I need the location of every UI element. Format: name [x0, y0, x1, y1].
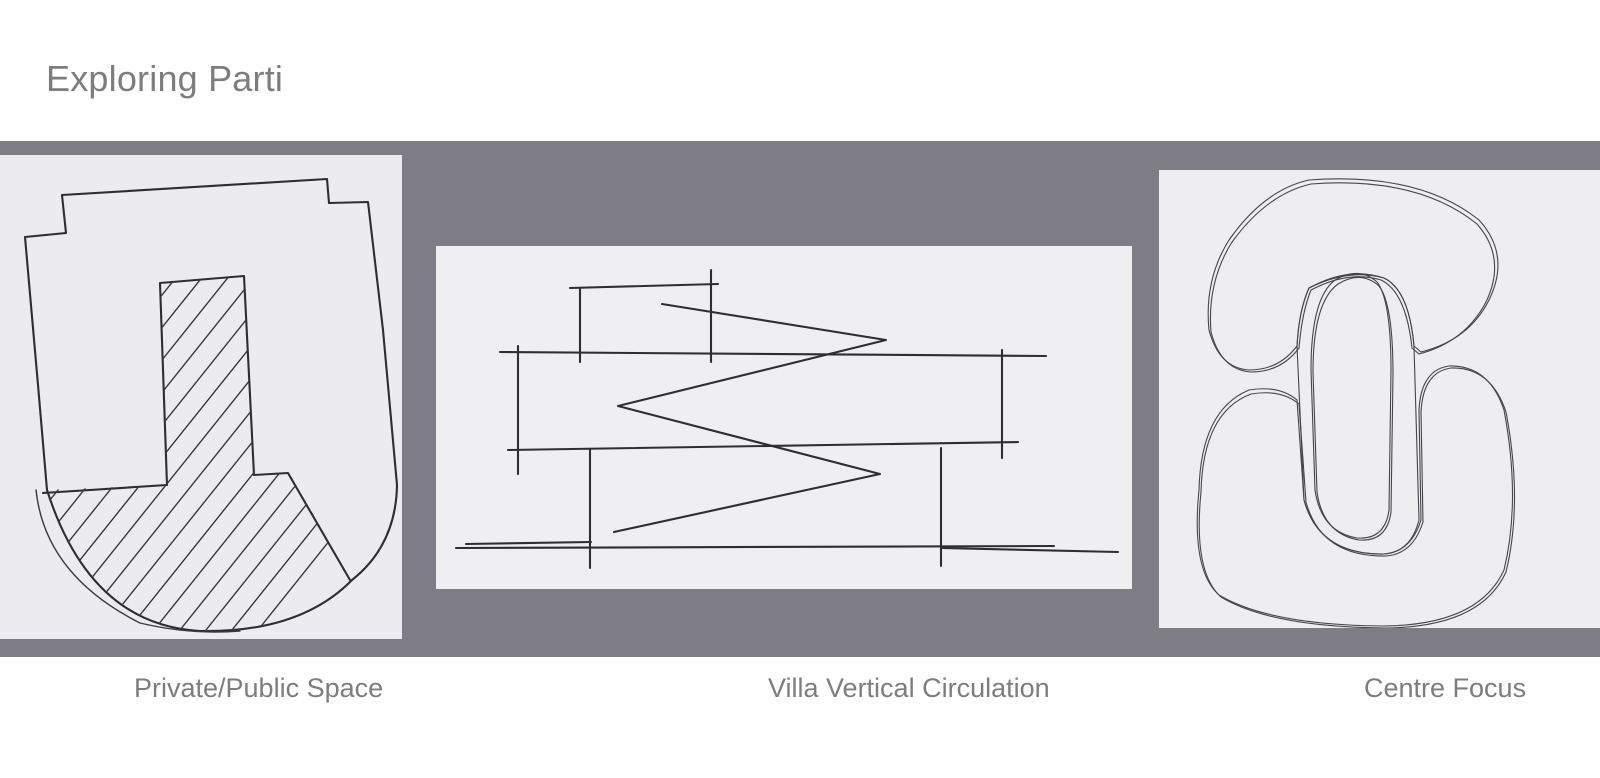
villa-vertical-circulation-drawing	[454, 268, 1120, 570]
caption-private-public-space: Private/Public Space	[134, 673, 384, 703]
page-title: Exploring Parti	[46, 58, 284, 99]
caption-centre-focus: Centre Focus	[1364, 673, 1527, 703]
villa-vertical-circulation-sketch	[436, 246, 1132, 589]
private-public-space-drawing	[23, 177, 399, 633]
centre-focus-sketch	[1159, 170, 1600, 628]
centre-focus-drawing	[1196, 178, 1515, 628]
caption-villa-vertical-circulation: Villa Vertical Circulation	[768, 673, 1050, 703]
private-public-space-sketch	[0, 155, 402, 639]
